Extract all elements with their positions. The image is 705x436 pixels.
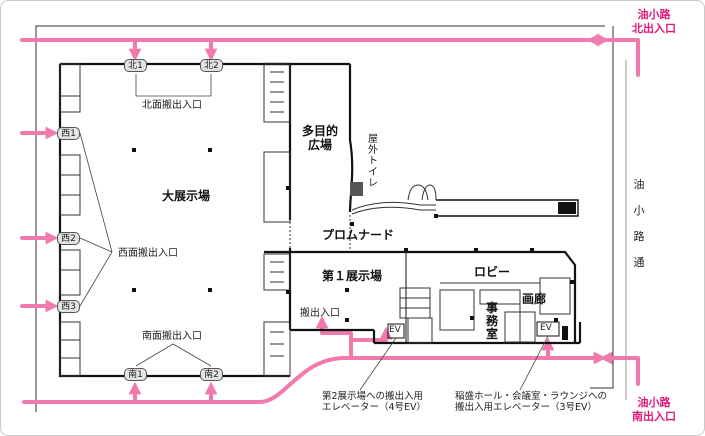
gate-north-1[interactable]: 北1 — [124, 59, 147, 72]
site-boundary — [35, 25, 627, 412]
hall1-label: 第１展示場 — [322, 269, 383, 283]
interior-details — [59, 63, 571, 377]
plaza-label: 多目的 広場 — [302, 124, 339, 152]
promenade-label: プロムナード — [322, 228, 395, 242]
leader-lines — [79, 74, 549, 391]
south-loading-label: 南面搬出入口 — [142, 331, 202, 342]
south-exit-label: 油小路 南出入口 — [632, 396, 676, 423]
gate-west-2[interactable]: 西2 — [57, 232, 80, 245]
office-label: 事務室 — [485, 301, 498, 341]
gate-south-2[interactable]: 南2 — [200, 368, 223, 381]
south-exit-route — [599, 351, 640, 386]
gate-north-2[interactable]: 北2 — [200, 59, 223, 72]
ev4-note: 第2展示場への搬出入用 エレベーター（4号EV） — [322, 391, 427, 413]
gate-south-1[interactable]: 南1 — [124, 368, 147, 381]
ev3-label: EV — [540, 323, 552, 333]
ev4-label: EV — [389, 325, 401, 335]
west-loading-label: 西面搬出入口 — [118, 248, 178, 259]
south-route — [22, 351, 607, 404]
access-routes — [20, 33, 640, 404]
north-exit-label: 油小路 北出入口 — [632, 8, 676, 35]
loading-entrance-label: 搬出入口 — [300, 308, 340, 319]
ev3-note: 稲盛ホール・会議室・ラウンジへの 搬出入用エレベーター（3号EV） — [455, 391, 608, 413]
street-label: 油小路通 — [633, 178, 645, 269]
loading-route — [315, 315, 353, 358]
north-loading-label: 北面搬出入口 — [142, 100, 202, 111]
gallery-label: 画廊 — [522, 292, 547, 306]
outdoor-toilet-label: 屋外トイレ — [368, 134, 378, 189]
ev4-route — [349, 326, 393, 342]
gate-west-3[interactable]: 西3 — [57, 300, 80, 313]
lobby-label: ロビー — [474, 265, 511, 279]
gate-west-1[interactable]: 西1 — [57, 127, 80, 140]
north-exit-route — [586, 33, 640, 77]
building-walls — [58, 62, 582, 378]
columns — [132, 148, 576, 340]
main-hall-label: 大展示場 — [162, 189, 211, 203]
